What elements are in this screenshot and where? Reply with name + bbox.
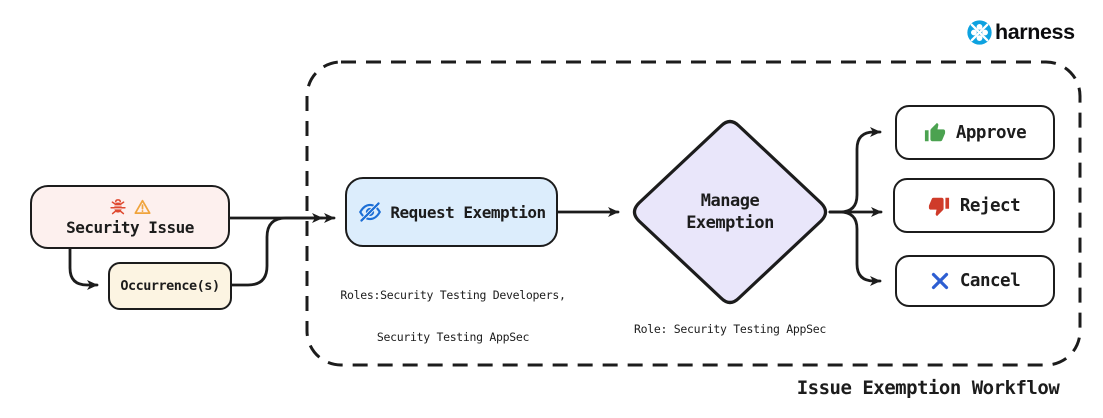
bug-icon <box>109 198 126 214</box>
request-exemption-roles-note: Roles:Security Testing Developers, Secur… <box>331 260 575 372</box>
eye-slash-icon <box>359 202 382 222</box>
security-issue-node: Security Issue <box>30 185 230 249</box>
harness-brand-text: harness <box>995 20 1075 44</box>
security-issue-label: Security Issue <box>66 218 194 237</box>
manage-exemption-diamond <box>632 119 828 305</box>
connector-issue-to-occurrence <box>68 247 99 290</box>
manage-exemption-role-note: Role: Security Testing AppSec <box>633 322 827 336</box>
roles-note-line2: Security Testing AppSec <box>376 330 530 344</box>
thumb-down-icon <box>928 197 949 216</box>
workflow-boundary <box>305 60 1082 367</box>
reject-node: Reject <box>893 178 1055 233</box>
manage-exemption-label-line1: Manage <box>700 191 760 211</box>
manage-exemption-label-line2: Exemption <box>686 213 774 233</box>
connector-occurrence-to-request <box>230 213 324 287</box>
cancel-node: Cancel <box>895 255 1055 307</box>
occurrences-label: Occurrence(s) <box>120 278 220 294</box>
harness-brand: harness <box>966 19 1075 46</box>
request-exemption-label: Request Exemption <box>390 202 546 222</box>
security-issue-icons <box>109 197 152 216</box>
roles-note-line1: Roles:Security Testing Developers, <box>340 288 566 302</box>
request-exemption-node: Request Exemption <box>345 177 558 247</box>
workflow-title: Issue Exemption Workflow <box>796 377 1060 399</box>
x-icon <box>931 272 948 290</box>
warning-icon <box>133 199 151 214</box>
connector-manage-to-cancel <box>828 210 882 286</box>
approve-label: Approve <box>955 122 1027 143</box>
connector-manage-to-approve <box>828 127 882 214</box>
harness-logo-icon <box>967 20 992 45</box>
approve-node: Approve <box>895 105 1055 160</box>
thumb-up-icon <box>924 122 945 141</box>
cancel-label: Cancel <box>959 271 1021 291</box>
manage-exemption-label: Manage Exemption <box>655 190 805 234</box>
reject-label: Reject <box>959 195 1021 216</box>
occurrences-node: Occurrence(s) <box>108 262 232 310</box>
